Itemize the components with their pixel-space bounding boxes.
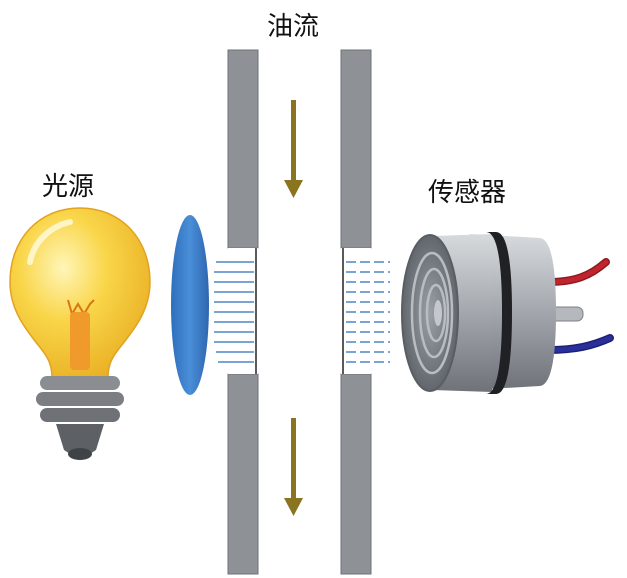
lens-icon [171,215,209,395]
light-rays-incident [214,261,254,363]
light-rays-transmitted [346,261,390,363]
optical-window-right [341,248,371,374]
optical-window-left [228,248,258,374]
flow-arrow-icon [284,418,303,516]
left-pipe-wall [227,49,259,575]
right-pipe-wall [340,49,372,575]
light-bulb-icon [9,207,151,460]
sensor-label: 传感器 [428,178,507,208]
light-source-label: 光源 [42,172,95,202]
pressure-sensor-icon [401,232,614,394]
oil-flow-label: 油流 [267,12,320,42]
flow-arrow-icon [284,100,303,198]
